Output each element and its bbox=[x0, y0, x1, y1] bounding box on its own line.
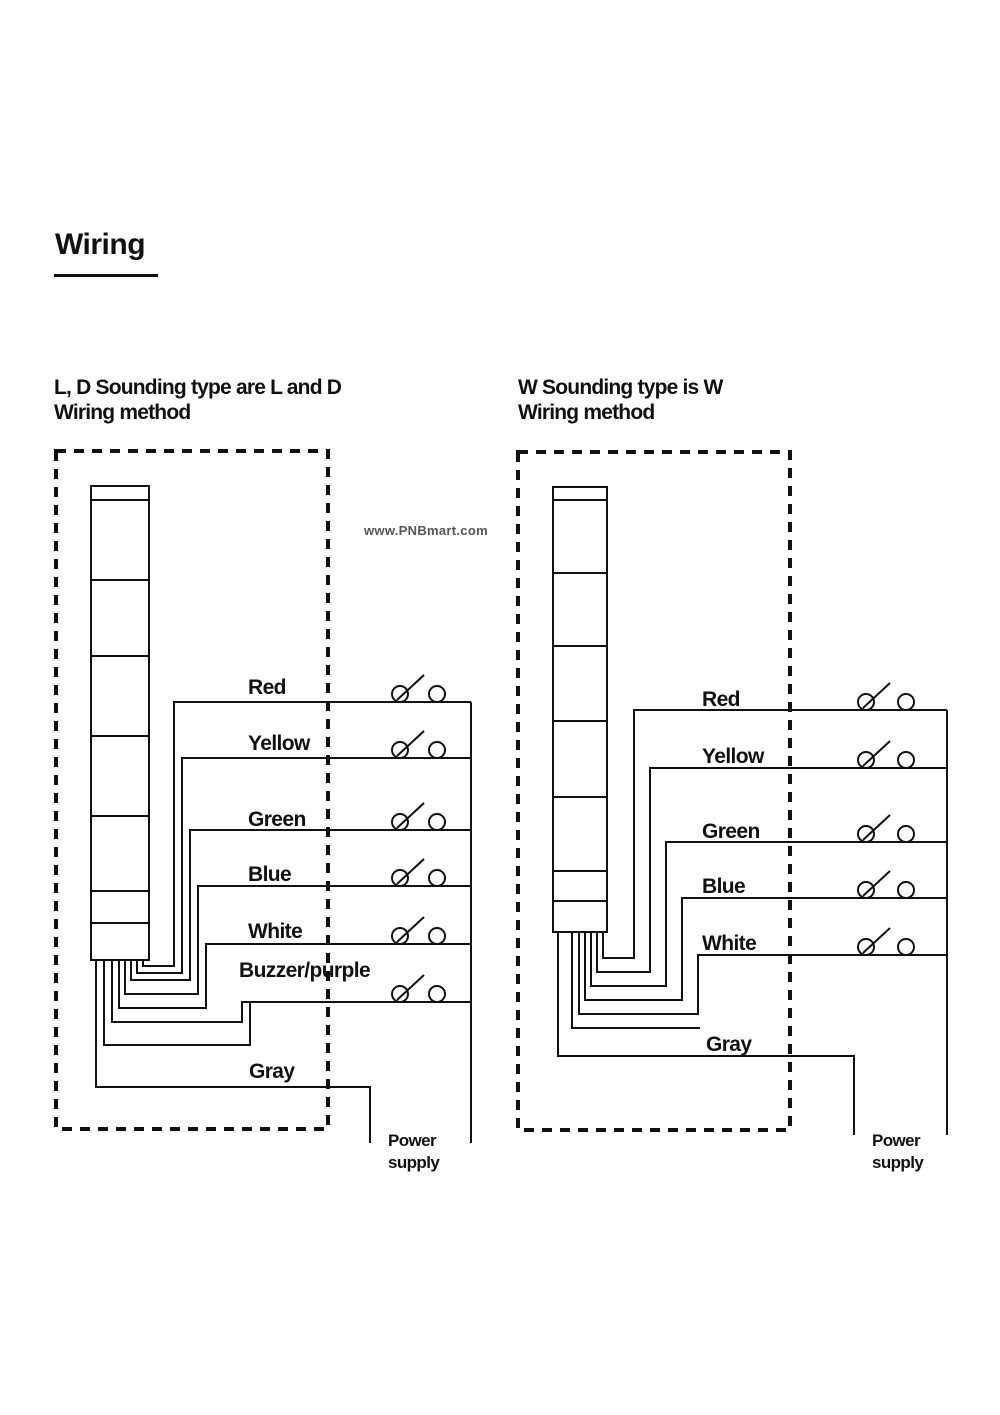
right-diagram-heading: W Sounding type is W Wiring method bbox=[518, 375, 723, 425]
right-enclosure-dashed bbox=[516, 450, 792, 1132]
right-heading-line1: W Sounding type is W bbox=[518, 376, 723, 399]
left-switch-yellow bbox=[391, 730, 446, 759]
left-heading-line1: L, D Sounding type are L and D bbox=[54, 376, 342, 399]
right-switch-white bbox=[857, 927, 915, 956]
right-label-red: Red bbox=[702, 688, 740, 711]
left-label-buzzer: Buzzer/purple bbox=[239, 959, 370, 982]
left-switch-white bbox=[391, 916, 446, 945]
right-power-label-2: supply bbox=[872, 1153, 924, 1172]
right-label-blue: Blue bbox=[702, 875, 745, 898]
left-switch-red bbox=[391, 674, 446, 703]
right-wire-red bbox=[602, 709, 947, 959]
title-underline bbox=[54, 274, 158, 277]
left-wire-yellow bbox=[136, 757, 471, 974]
right-signal-tower bbox=[552, 486, 608, 933]
left-heading-line2: Wiring method bbox=[54, 401, 191, 424]
right-wire-green bbox=[590, 841, 947, 987]
right-heading-line2: Wiring method bbox=[518, 401, 655, 424]
left-enclosure-dashed bbox=[54, 449, 330, 1131]
right-switch-green bbox=[857, 814, 915, 843]
left-switch-buzzer bbox=[391, 974, 446, 1003]
right-label-white: White bbox=[702, 932, 756, 955]
right-label-yellow: Yellow bbox=[702, 745, 765, 768]
right-wires bbox=[557, 709, 948, 1135]
left-label-green: Green bbox=[248, 808, 306, 831]
right-power-label-1: Power bbox=[872, 1131, 921, 1150]
left-wire-common bbox=[103, 960, 251, 1046]
watermark-text: www.PNBmart.com bbox=[364, 523, 488, 538]
right-wire-white bbox=[578, 932, 947, 1015]
left-power-label-2: supply bbox=[388, 1153, 440, 1172]
left-label-gray: Gray bbox=[249, 1060, 295, 1083]
left-wiring-diagram bbox=[54, 449, 472, 1143]
page-title: Wiring bbox=[55, 228, 146, 261]
left-wire-blue bbox=[124, 885, 471, 995]
left-switches bbox=[391, 674, 446, 1003]
right-switch-blue bbox=[857, 870, 915, 899]
left-label-red: Red bbox=[248, 676, 286, 699]
right-wire-yellow bbox=[596, 767, 947, 973]
left-switch-green bbox=[391, 802, 446, 831]
right-wire-common bbox=[571, 932, 700, 1029]
left-diagram-heading: L, D Sounding type are L and D Wiring me… bbox=[54, 375, 342, 425]
left-label-white: White bbox=[248, 920, 302, 943]
right-switches bbox=[857, 682, 915, 956]
left-switch-blue bbox=[391, 858, 446, 887]
left-label-blue: Blue bbox=[248, 863, 291, 886]
right-wiring-diagram bbox=[516, 450, 948, 1135]
left-signal-tower bbox=[90, 485, 150, 961]
right-switch-red bbox=[857, 682, 915, 711]
left-wire-white bbox=[118, 943, 471, 1009]
left-wires bbox=[95, 701, 472, 1143]
right-switch-yellow bbox=[857, 740, 915, 769]
left-wire-buzzer bbox=[111, 960, 471, 1023]
right-label-gray: Gray bbox=[706, 1033, 752, 1056]
left-label-yellow: Yellow bbox=[248, 732, 311, 755]
right-label-green: Green bbox=[702, 820, 760, 843]
right-wire-blue bbox=[584, 897, 947, 1001]
left-wire-green bbox=[130, 829, 471, 981]
left-wire-gray bbox=[95, 960, 371, 1143]
left-wire-red bbox=[142, 701, 471, 967]
left-power-label-1: Power bbox=[388, 1131, 437, 1150]
right-wire-gray bbox=[557, 932, 855, 1135]
